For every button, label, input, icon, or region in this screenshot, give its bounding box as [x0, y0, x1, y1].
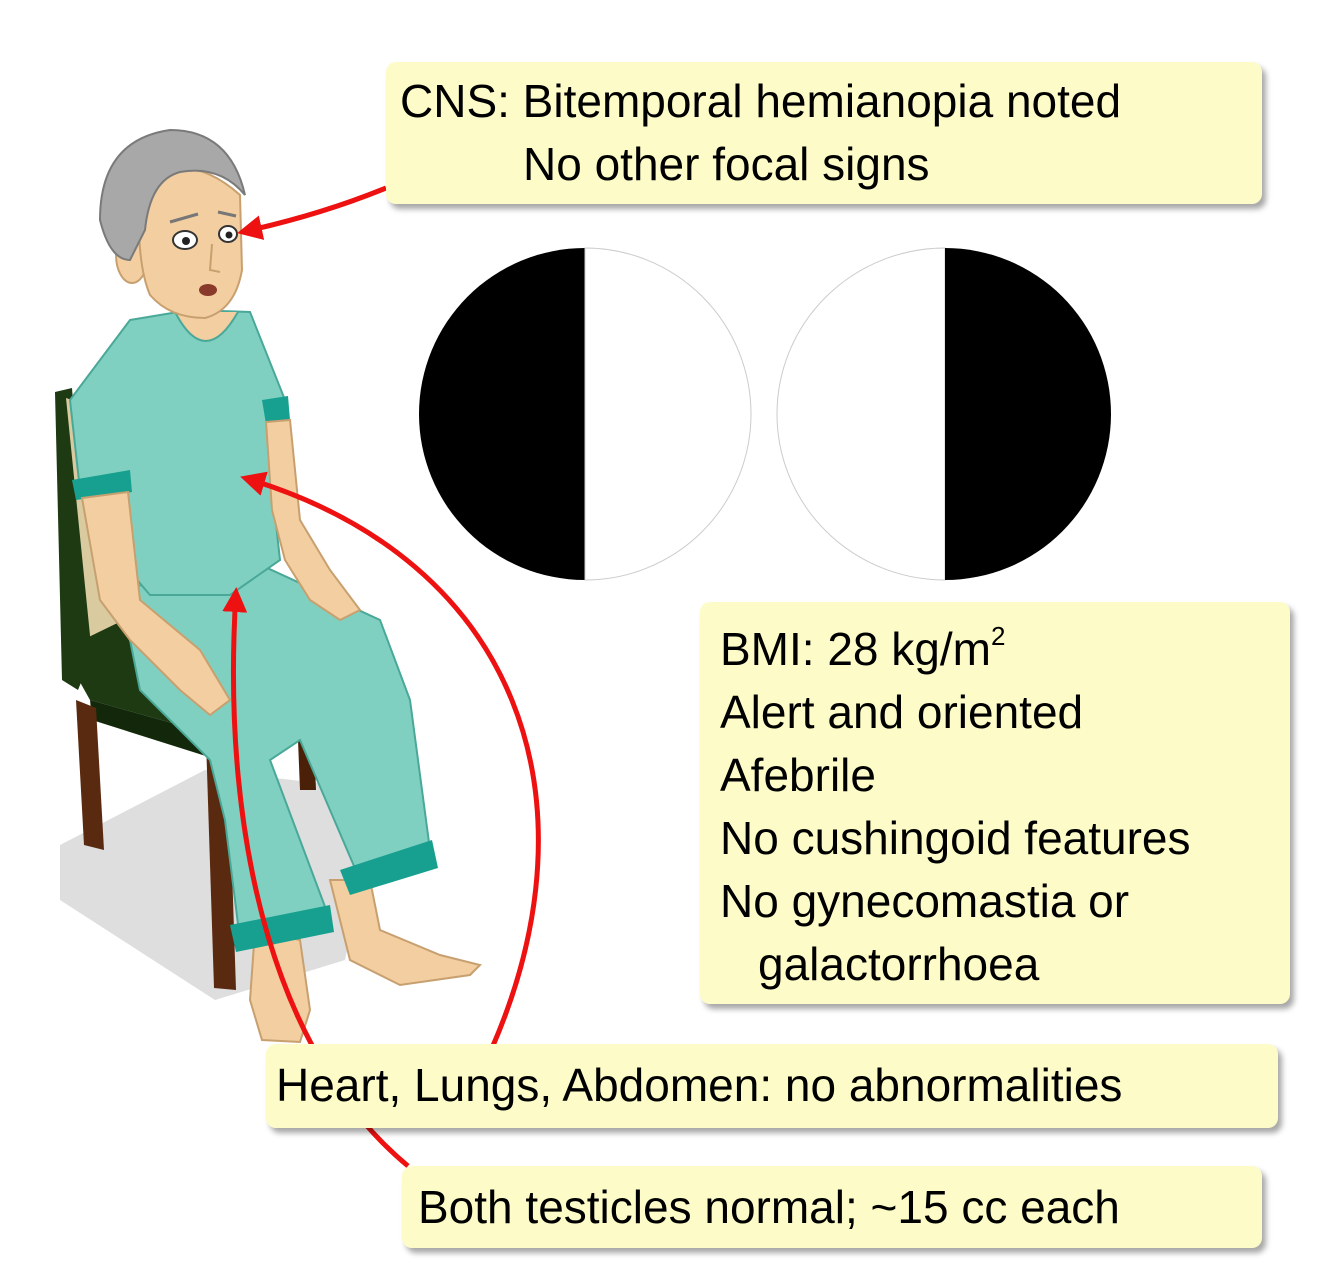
exam-line-2: Alert and oriented: [720, 686, 1084, 738]
pupil-right: [225, 231, 233, 239]
right-eye-seen-nasal-half: [776, 247, 946, 581]
testes-text: Both testicles normal; ~15 cc each: [418, 1181, 1120, 1233]
visual-field-right-eye: [776, 247, 1111, 581]
arm-left: [80, 490, 232, 717]
shirt-neck: [174, 311, 239, 342]
exam-bmi-text: BMI: 28 kg/m: [720, 623, 991, 675]
patient-figure: [68, 128, 482, 1044]
callout-cns: CNS: Bitemporal hemianopia noted No othe…: [386, 62, 1262, 204]
exam-bmi: BMI: 28 kg/m2: [720, 618, 1290, 681]
pupil-left: [182, 237, 190, 245]
eyebrows: [169, 210, 237, 224]
left-eye-blind-temporal-half: [419, 248, 585, 580]
arm-right: [264, 418, 362, 622]
pants-cuff-right: [340, 840, 438, 895]
foot-right: [328, 879, 482, 987]
right-eye-blind-temporal-half: [945, 248, 1111, 580]
exam-line-4: No cushingoid features: [720, 812, 1191, 864]
sleeve-cuff-right: [262, 396, 290, 424]
exam-line-6: galactorrhoea: [758, 938, 1040, 990]
chair-leg-front-left: [76, 700, 104, 850]
arrow-cns-to-eye: [237, 185, 387, 240]
hair: [98, 128, 246, 262]
visual-field-left-eye: [419, 247, 752, 581]
callout-heart-lungs-abdomen: Heart, Lungs, Abdomen: no abnormalities: [266, 1044, 1278, 1128]
nose: [208, 243, 221, 273]
exam-line-3: Afebrile: [720, 749, 876, 801]
mouth: [199, 284, 217, 296]
arrow-heart-to-chest: [240, 471, 541, 1049]
exam-line-5: No gynecomastia or: [720, 875, 1130, 927]
chair-back: [55, 388, 92, 690]
heart-text: Heart, Lungs, Abdomen: no abnormalities: [276, 1059, 1123, 1111]
left-eye-seen-nasal-half: [584, 247, 752, 581]
callout-general-exam: BMI: 28 kg/m2 Alert and oriented Afebril…: [700, 602, 1290, 1004]
callout-testicles: Both testicles normal; ~15 cc each: [402, 1166, 1262, 1248]
pants-cuff-left: [230, 905, 334, 952]
cns-line-1: CNS: Bitemporal hemianopia noted: [400, 75, 1122, 127]
exam-bmi-superscript: 2: [990, 621, 1006, 651]
cns-line-2: No other focal signs: [523, 138, 930, 190]
